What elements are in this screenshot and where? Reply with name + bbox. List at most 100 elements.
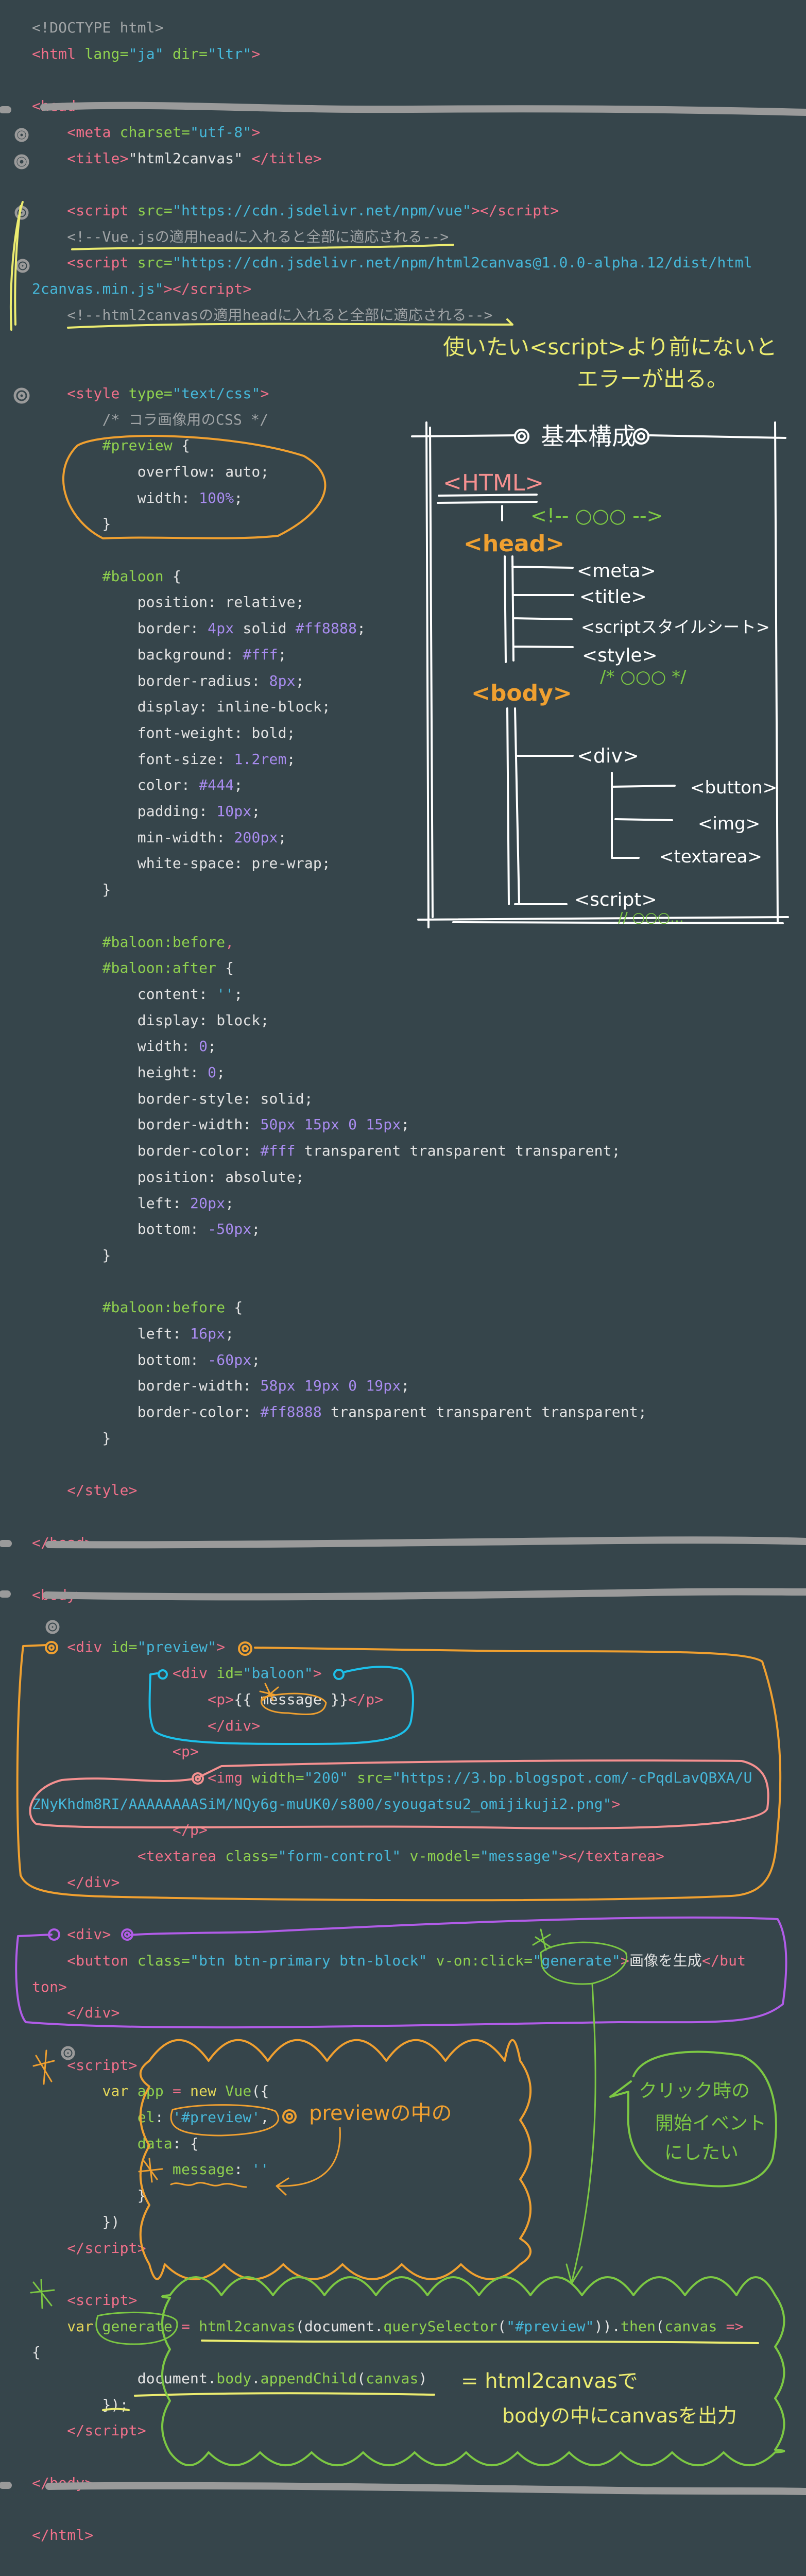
code-token: border-width: xyxy=(32,1116,261,1133)
code-token: > xyxy=(216,1638,226,1656)
code-token: </p> xyxy=(32,1821,208,1839)
code-line: bottom: -60px; xyxy=(32,1347,261,1373)
code-token: ; xyxy=(286,750,296,768)
code-line: ton> xyxy=(32,1974,67,2000)
code-line: position: relative; xyxy=(32,589,304,615)
code-token: ></script> xyxy=(163,280,252,297)
code-line: <!--Vue.jsの適用headに入れると全部に適応される--> xyxy=(32,224,449,250)
code-token: <script xyxy=(32,254,138,272)
code-token: </script> xyxy=(32,2422,146,2439)
code-line: #preview { xyxy=(32,433,190,459)
code-line: <div id="preview"> xyxy=(32,1634,225,1660)
code-line: min-width: 200px; xyxy=(32,825,287,851)
code-token: font-size: xyxy=(32,750,234,768)
code-token: { xyxy=(32,2344,41,2361)
code-line: <head> xyxy=(32,93,84,119)
code-token: 0 xyxy=(208,1064,217,1081)
code-line: display: block; xyxy=(32,1008,269,1033)
code-token: then xyxy=(620,2317,656,2335)
code-token: ({ xyxy=(251,2082,269,2100)
code-line: border-color: #fff transparent transpare… xyxy=(32,1138,621,1164)
code-token xyxy=(32,124,67,141)
code-token: new xyxy=(190,2082,226,2100)
code-token: #baloon:before xyxy=(32,933,226,951)
code-line: <!DOCTYPE html> xyxy=(32,15,164,41)
code-token: { xyxy=(216,959,234,977)
code-token: ; xyxy=(225,1325,234,1342)
code-line: </script> xyxy=(32,2235,146,2261)
code-token: -50px xyxy=(208,1221,252,1238)
code-token: generate xyxy=(102,2317,181,2335)
code-token: : { xyxy=(172,2134,199,2152)
code-line: border-width: 58px 19px 0 19px; xyxy=(32,1373,410,1399)
code-token: 8px xyxy=(269,672,296,689)
code-token: padding: xyxy=(32,803,217,820)
code-line: left: 16px; xyxy=(32,1321,234,1347)
code-token: <script> xyxy=(32,2291,138,2309)
code-token: overflow: auto; xyxy=(32,463,269,480)
code-line: border-width: 50px 15px 0 15px; xyxy=(32,1112,410,1138)
code-token: <title> xyxy=(32,149,129,167)
code-token: ; xyxy=(278,646,287,663)
code-token: <p> xyxy=(32,1743,199,1760)
code-token: "#preview" xyxy=(506,2317,594,2335)
code-token: : xyxy=(155,2109,173,2126)
code-line: <div> xyxy=(32,1922,111,1947)
code-line: <html lang="ja" dir="ltr"> xyxy=(32,41,261,67)
code-token: src= xyxy=(348,1769,392,1786)
code-line: <div id="baloon"> xyxy=(32,1660,322,1686)
code-token: ; xyxy=(251,1221,261,1238)
code-token: ; xyxy=(216,1064,226,1081)
code-token: left: xyxy=(32,1325,191,1342)
code-token: </head> xyxy=(32,1534,94,1551)
code-token: </p> xyxy=(348,1690,384,1708)
code-line: <script> xyxy=(32,2053,138,2078)
code-line: { xyxy=(32,2340,41,2365)
code-token: </div> xyxy=(32,1873,120,1891)
code-token: ; xyxy=(251,1351,261,1368)
code-token: > xyxy=(611,1795,621,1812)
code-token: #baloon:before xyxy=(32,1299,234,1316)
code-token: var xyxy=(32,2317,102,2335)
code-line: /* コラ画像用のCSS */ xyxy=(32,407,268,433)
code-token: <!DOCTYPE html> xyxy=(32,19,164,36)
code-line: left: 20px; xyxy=(32,1191,234,1216)
code-line: </div> xyxy=(32,1713,261,1739)
code-token: <script xyxy=(32,201,138,219)
code-token: <div xyxy=(32,1665,217,1682)
code-token: /* コラ画像用のCSS */ xyxy=(32,411,269,428)
code-line: <script src="https://cdn.jsdelivr.net/np… xyxy=(32,250,752,276)
code-token: <img xyxy=(32,1769,252,1786)
code-token: </but xyxy=(701,1952,746,1969)
code-line: #baloon:after { xyxy=(32,955,234,981)
code-token: #fff xyxy=(243,646,278,663)
code-line: } xyxy=(32,2183,146,2209)
code-line: <script> xyxy=(32,2287,138,2313)
code-line: data: { xyxy=(32,2131,199,2157)
code-line: }); xyxy=(32,2392,129,2418)
code-token: border-style: solid; xyxy=(32,1090,313,1107)
code-line: color: #444; xyxy=(32,772,243,798)
code-token: querySelector xyxy=(383,2317,498,2335)
code-token: <p> xyxy=(32,1690,234,1708)
code-token: . xyxy=(251,2370,261,2387)
code-token: body xyxy=(216,2370,252,2387)
code-token: bottom: xyxy=(32,1351,208,1368)
code-token: <!--Vue.jsの適用headに入れると全部に適応される--> xyxy=(32,228,449,245)
code-token: charset= xyxy=(119,123,191,141)
code-token: } xyxy=(32,515,111,533)
code-token: border-radius: xyxy=(32,672,269,689)
code-token: border-color: xyxy=(32,1403,261,1421)
code-token: { xyxy=(234,1299,243,1316)
code-token: -60px xyxy=(208,1351,252,1368)
code-token: <button xyxy=(32,1952,138,1969)
code-token: "text/css" xyxy=(172,384,261,402)
code-line: }) xyxy=(32,2209,120,2235)
code-token: "form-control" xyxy=(278,1848,401,1865)
code-line: <script src="https://cdn.jsdelivr.net/np… xyxy=(32,198,559,224)
code-token: ; xyxy=(401,1116,410,1133)
code-token: 50px 15px 0 15px xyxy=(260,1116,401,1133)
code-line: display: inline-block; xyxy=(32,694,331,720)
code-token: <body> xyxy=(32,1586,85,1603)
